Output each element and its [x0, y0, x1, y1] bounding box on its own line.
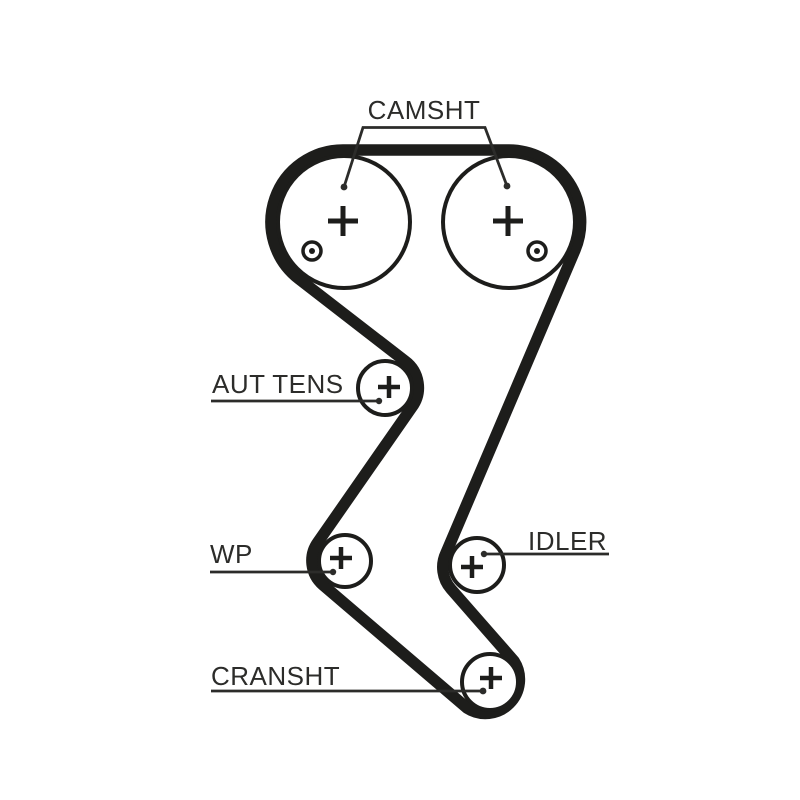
auto-tensioner-leader	[211, 397, 383, 405]
plus-cross-icon	[328, 206, 358, 236]
water-pump-circle	[317, 533, 373, 589]
leader-endpoint-dot	[479, 687, 487, 695]
water-pump-pulley	[317, 533, 373, 589]
idler-leader	[480, 550, 609, 558]
crankshaft-pulley	[460, 652, 520, 712]
bolt-hole-dot	[309, 248, 315, 254]
plus-cross-icon	[461, 556, 483, 578]
leader-endpoint-dot	[480, 550, 488, 558]
label-camshaft: CAMSHT	[368, 95, 481, 125]
label-water-pump: WP	[210, 539, 253, 569]
leader-endpoint-dot	[340, 183, 348, 191]
camshaft-leader-line	[342, 126, 509, 188]
leader-endpoint-dot	[375, 397, 383, 405]
timing-belt	[265, 144, 587, 720]
label-idler: IDLER	[528, 526, 607, 556]
label-crankshaft: CRANSHT	[211, 661, 340, 691]
bolt-hole-dot	[534, 248, 540, 254]
leader-endpoint-dot	[329, 568, 337, 576]
plus-cross-icon	[330, 547, 352, 569]
camshaft-right-pulley	[441, 154, 577, 290]
camshaft-leader	[340, 126, 511, 191]
plus-cross-icon	[378, 376, 400, 398]
leader-endpoint-dot	[503, 182, 511, 190]
auto-tensioner-pulley	[356, 359, 414, 417]
label-auto-tensioner: AUT TENS	[212, 369, 344, 399]
idler-pulley	[448, 536, 506, 594]
water-pump-leader	[210, 568, 337, 576]
plus-cross-icon	[493, 206, 523, 236]
camshaft-left-pulley	[276, 154, 412, 290]
crankshaft-leader	[211, 687, 487, 695]
plus-cross-icon	[480, 667, 502, 689]
